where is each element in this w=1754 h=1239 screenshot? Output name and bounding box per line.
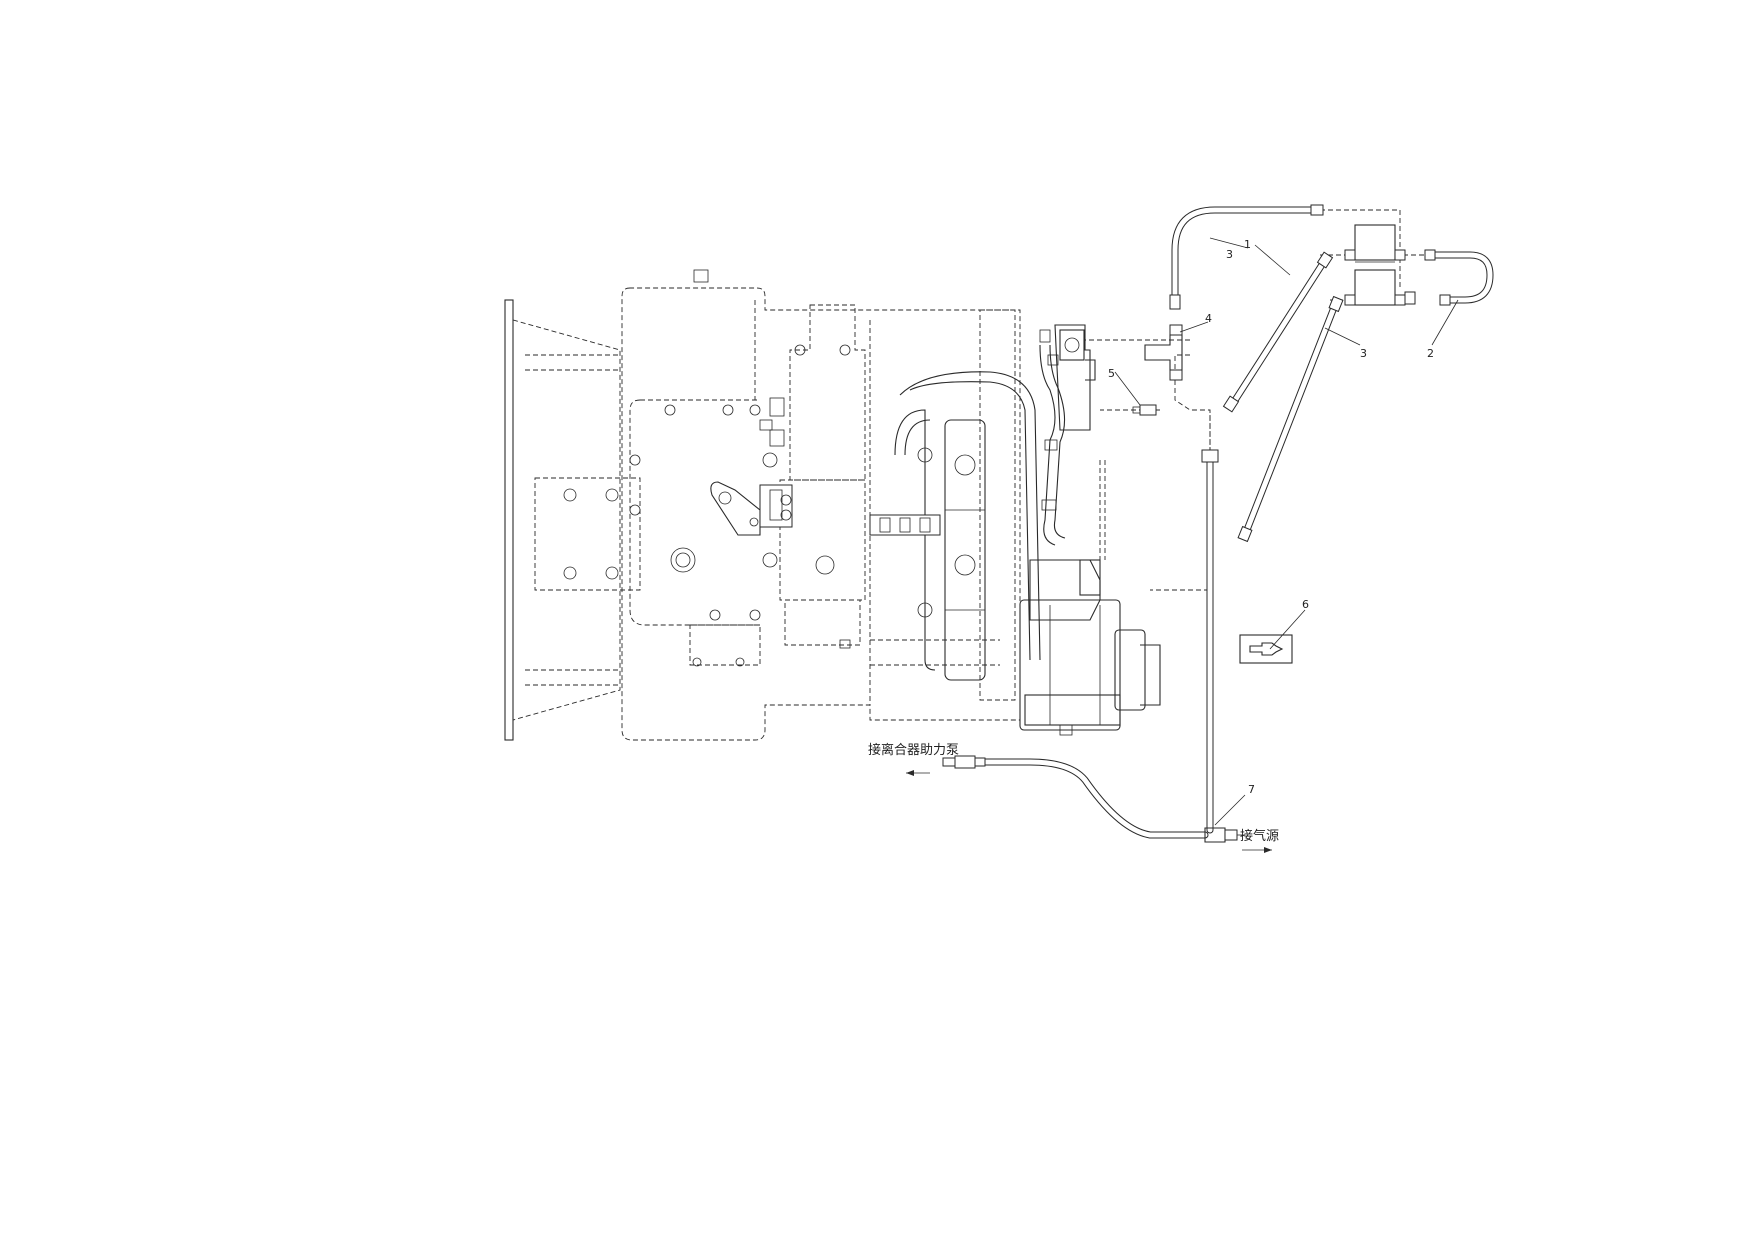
part-label-3-upper: 3	[1226, 248, 1233, 261]
part-label-7: 7	[1248, 783, 1255, 796]
clutch-pump-label: 接离合器助力泵	[868, 742, 959, 758]
air-pipes	[942, 204, 1494, 843]
part-label-3-lower: 3	[1360, 347, 1367, 360]
part-label-4: 4	[1205, 312, 1212, 325]
part-label-6: 6	[1302, 598, 1309, 611]
pipe-connections	[1085, 209, 1432, 591]
air-source-label: 接气源	[1240, 828, 1279, 844]
flow-arrows	[906, 770, 1272, 853]
part-number-labels: 1 2 3 3 4 5 6 7	[1108, 238, 1434, 796]
part-label-1: 1	[1244, 238, 1251, 251]
transmission-assembly	[504, 269, 1161, 741]
leader-lines	[1114, 237, 1459, 826]
part-6-detail	[1239, 634, 1293, 664]
part-label-5: 5	[1108, 367, 1115, 380]
part-label-2: 2	[1427, 347, 1434, 360]
